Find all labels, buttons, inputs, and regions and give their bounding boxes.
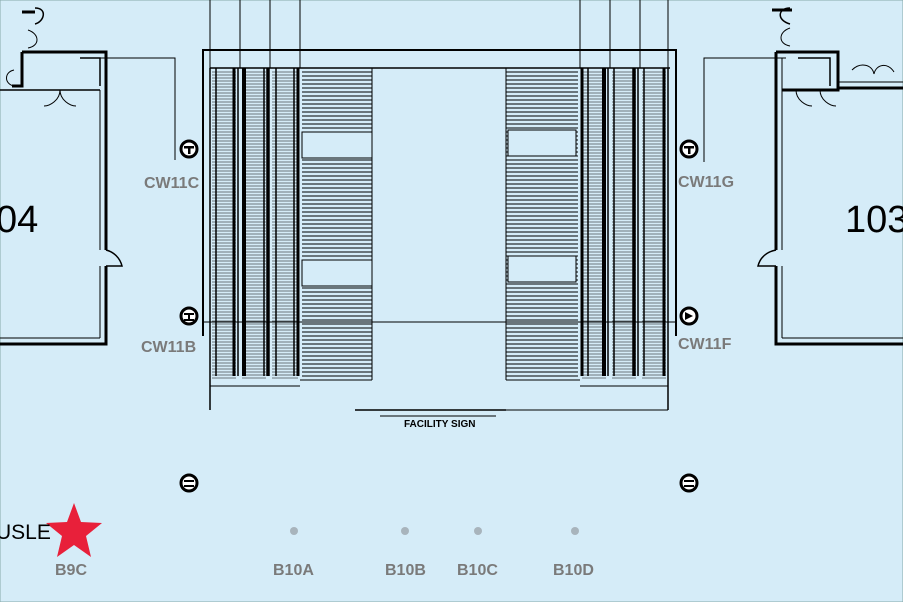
location-label-b10c[interactable]: B10C bbox=[457, 562, 498, 579]
escalator-block bbox=[202, 0, 677, 417]
stair-treads bbox=[212, 68, 666, 379]
room-number-right: 103 bbox=[845, 199, 903, 241]
location-label-b10a[interactable]: B10A bbox=[273, 562, 314, 579]
column-marker-icon bbox=[179, 473, 199, 493]
column-marker-icon bbox=[679, 139, 699, 159]
room-number-left: 04 bbox=[0, 199, 38, 241]
column-marker-icon bbox=[179, 306, 199, 326]
dot-icon bbox=[401, 527, 409, 535]
column-label-cw11b: CW11B bbox=[141, 339, 196, 356]
room-right-walls bbox=[703, 7, 903, 346]
dot-icon bbox=[290, 527, 298, 535]
location-label-b10b[interactable]: B10B bbox=[385, 562, 426, 579]
column-label-cw11f: CW11F bbox=[678, 336, 732, 353]
dot-icon bbox=[571, 527, 579, 535]
room-left-walls bbox=[0, 7, 176, 346]
dot-icon bbox=[474, 527, 482, 535]
aisle-label: USLE bbox=[0, 521, 51, 544]
column-marker-icon bbox=[679, 473, 699, 493]
location-label-b9c[interactable]: B9C bbox=[55, 562, 87, 579]
star-icon[interactable] bbox=[46, 503, 102, 557]
location-label-b10d[interactable]: B10D bbox=[553, 562, 594, 579]
column-label-cw11c: CW11C bbox=[144, 175, 200, 192]
column-marker-icon bbox=[179, 139, 199, 159]
facility-sign-label: FACILITY SIGN bbox=[404, 419, 476, 430]
column-marker-icon bbox=[679, 306, 699, 326]
column-label-cw11g: CW11G bbox=[678, 174, 734, 191]
